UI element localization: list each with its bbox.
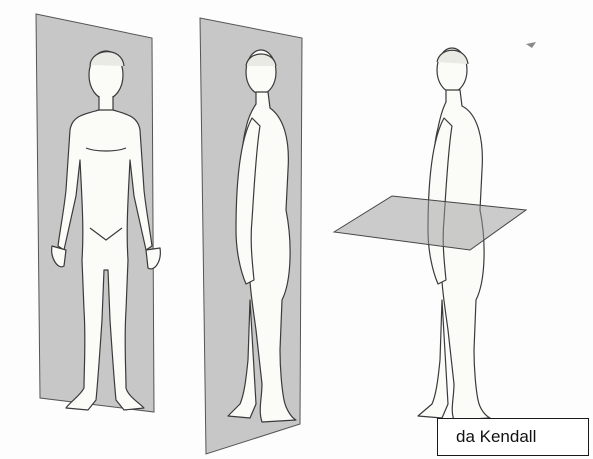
- transverse-plane: [334, 196, 526, 250]
- caption-box: da Kendall: [437, 418, 589, 456]
- caption-text: da Kendall: [456, 427, 536, 447]
- panel-transverse: [334, 48, 526, 420]
- corner-mark: [526, 42, 536, 48]
- panel-frontal: [36, 14, 160, 412]
- panel-sagittal: [200, 18, 302, 454]
